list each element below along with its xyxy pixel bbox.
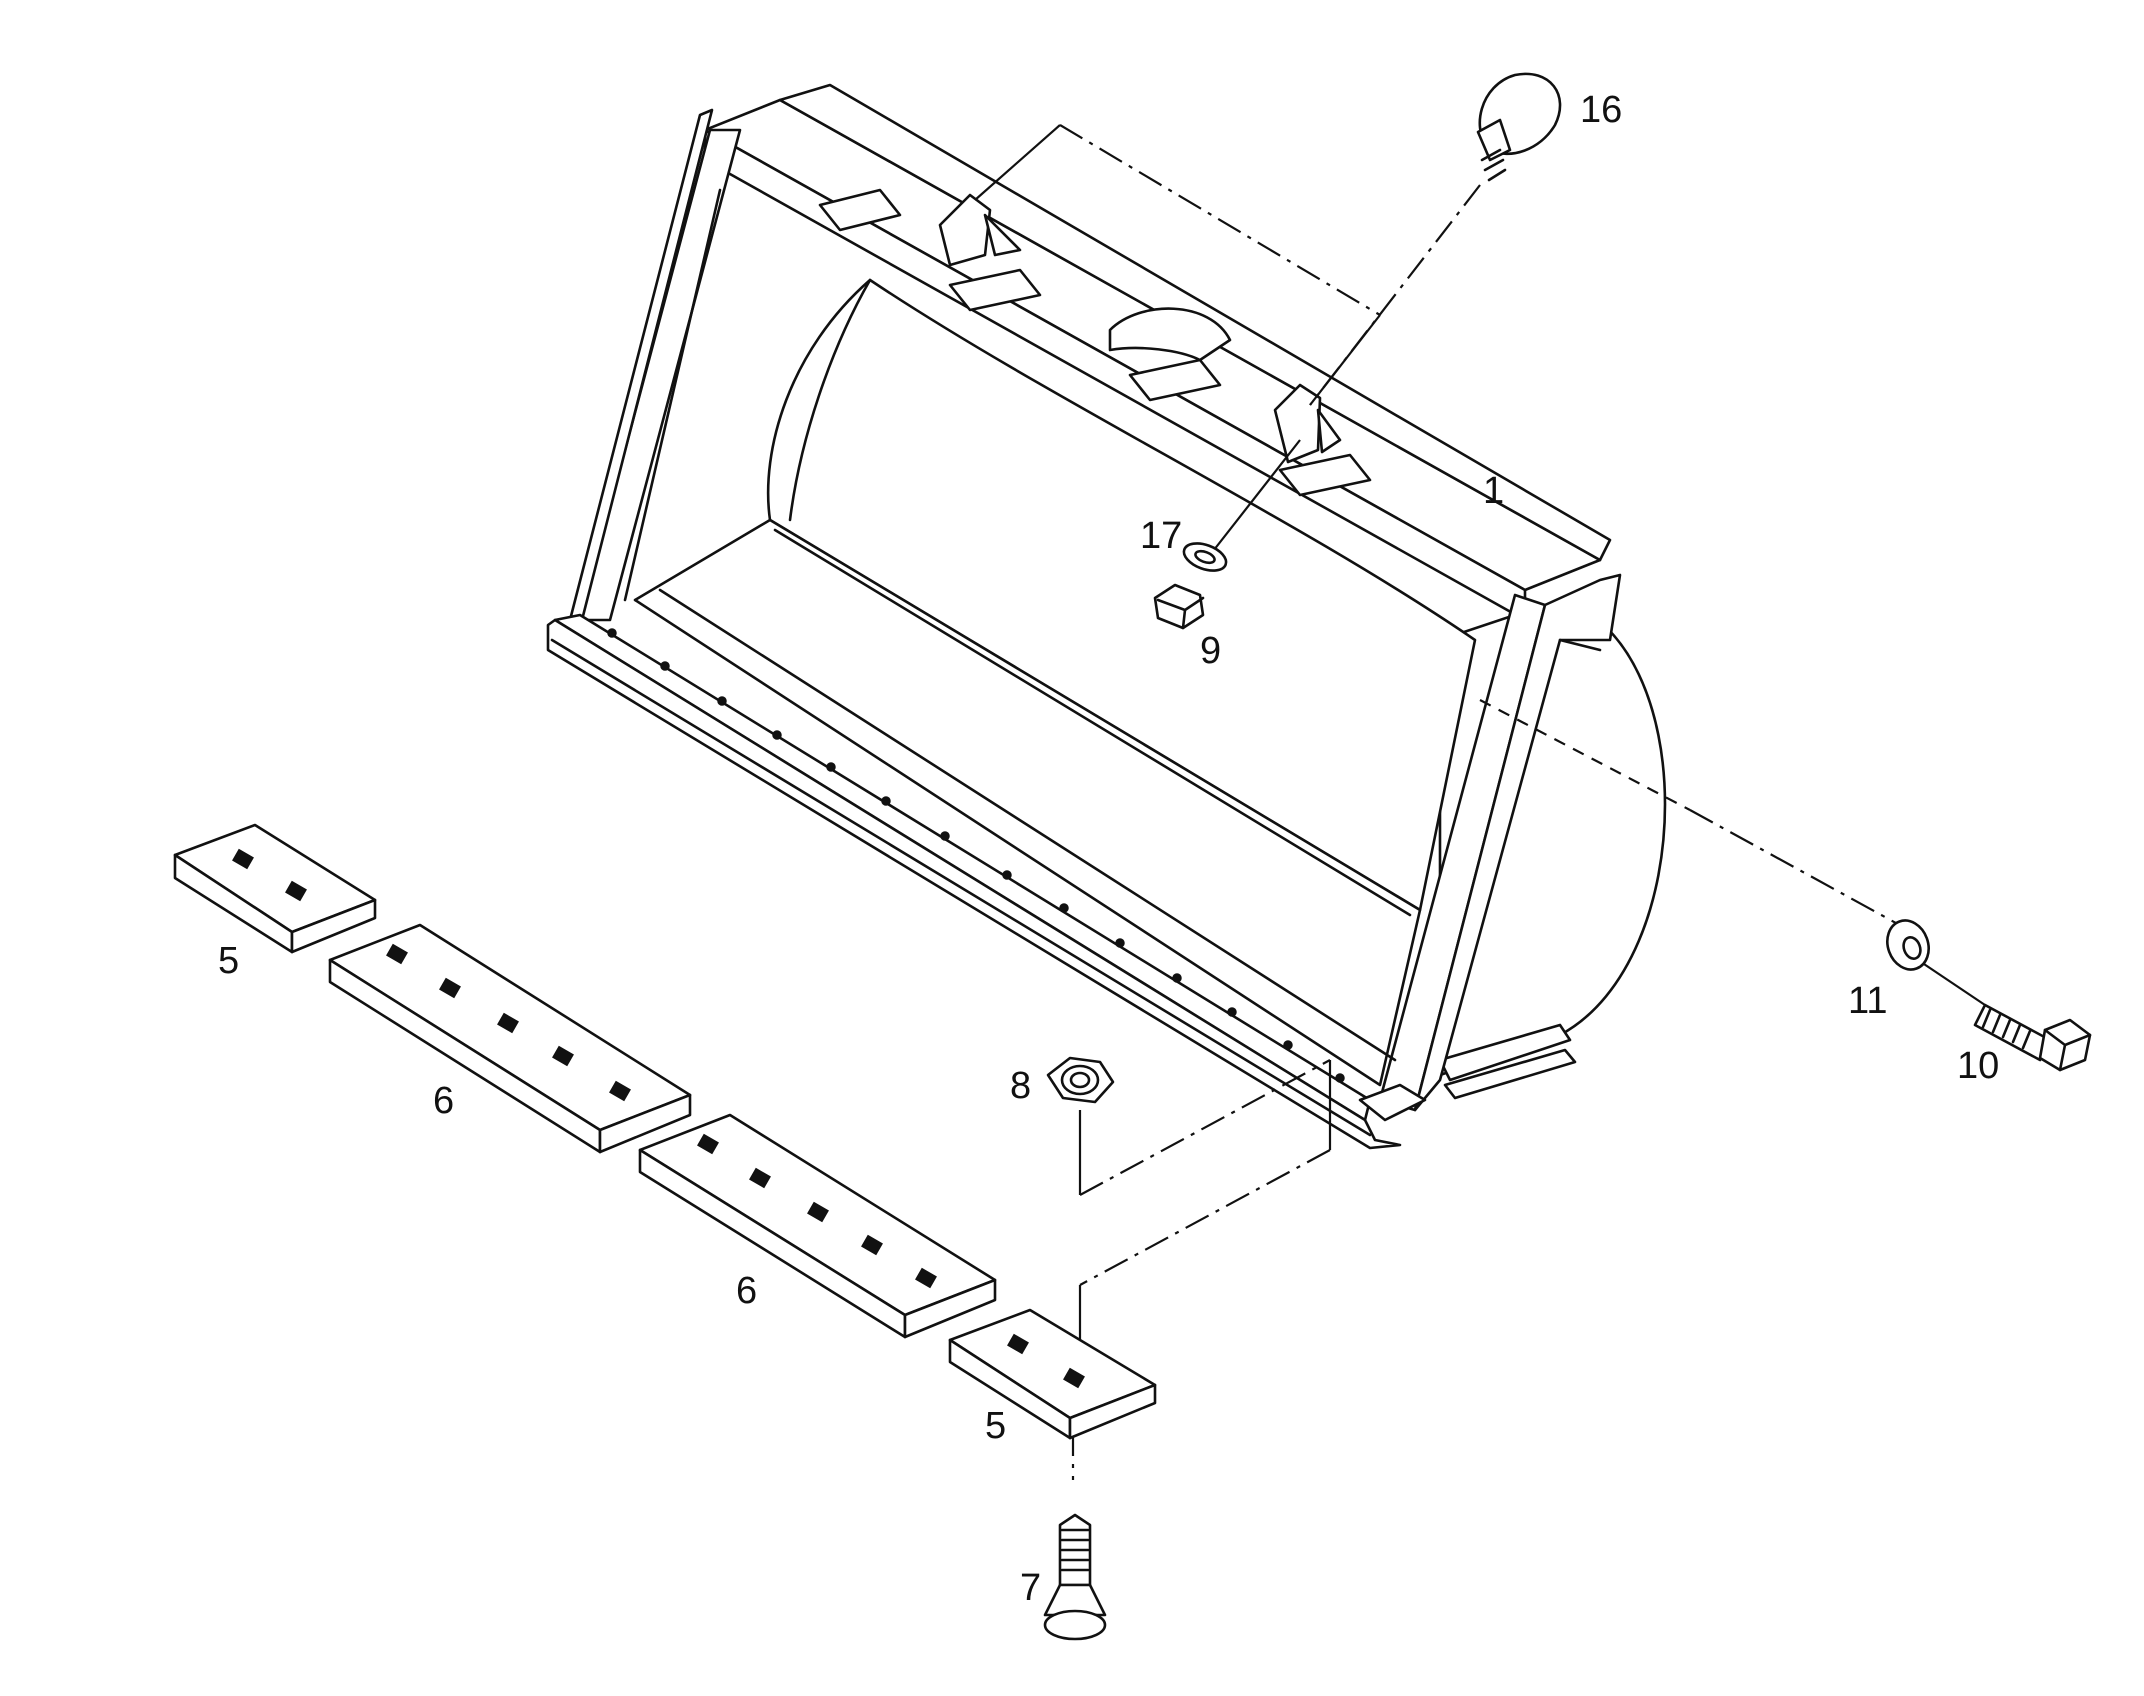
cutting-edge-bolt-holes	[607, 628, 1345, 1083]
lifting-lug-right	[1273, 383, 1342, 464]
callout-5-left: 5	[218, 940, 239, 982]
callout-10: 10	[1957, 1045, 1999, 1087]
nut-8	[1046, 1056, 1115, 1104]
edge-segment-6-left	[328, 923, 692, 1154]
callout-7: 7	[1020, 1567, 1041, 1609]
nut-9	[1153, 583, 1205, 630]
callout-labels: 1 16 17 9 11 10 8 5 6 6 5 7	[218, 89, 1999, 1609]
leader-lines	[974, 124, 1986, 1480]
callout-9: 9	[1200, 630, 1221, 672]
edge-segment-6-right	[638, 1113, 997, 1339]
tooth-16	[1476, 72, 1562, 182]
washer-17	[1182, 542, 1228, 572]
callout-11: 11	[1848, 980, 1887, 1022]
callout-8: 8	[1010, 1065, 1031, 1107]
callout-6-right: 6	[736, 1270, 757, 1312]
edge-segment-5-right	[948, 1308, 1157, 1440]
plow-bolt-7	[1043, 1513, 1107, 1641]
loader-bucket	[546, 83, 1667, 1150]
callout-17: 17	[1140, 515, 1182, 557]
callout-5-right: 5	[985, 1405, 1006, 1447]
callout-6-left: 6	[433, 1080, 454, 1122]
lifting-lug-left	[938, 193, 1022, 267]
bolt-10	[1973, 1003, 2092, 1072]
edge-segment-5-left	[173, 823, 377, 954]
washer-11	[1886, 919, 1930, 971]
callout-1: 1	[1483, 470, 1504, 512]
callout-16: 16	[1580, 89, 1622, 131]
top-rail-ribs	[818, 188, 1372, 497]
